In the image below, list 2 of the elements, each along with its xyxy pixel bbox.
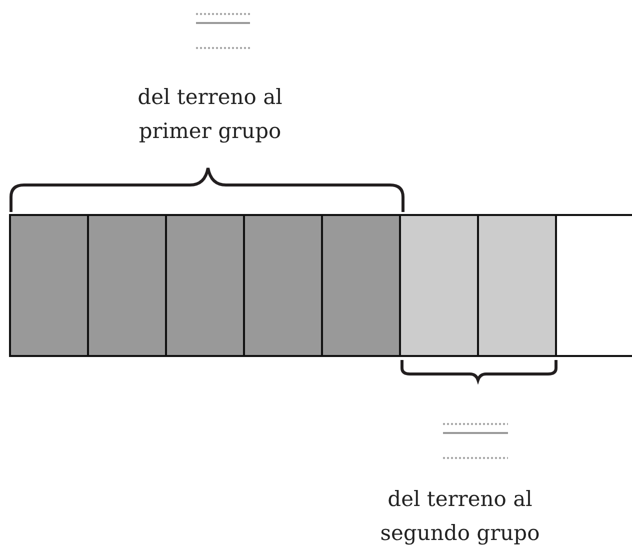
caption-text: del terreno al primer grupo: [136, 84, 284, 145]
caption-text: del terreno al segundo grupo: [379, 486, 541, 547]
